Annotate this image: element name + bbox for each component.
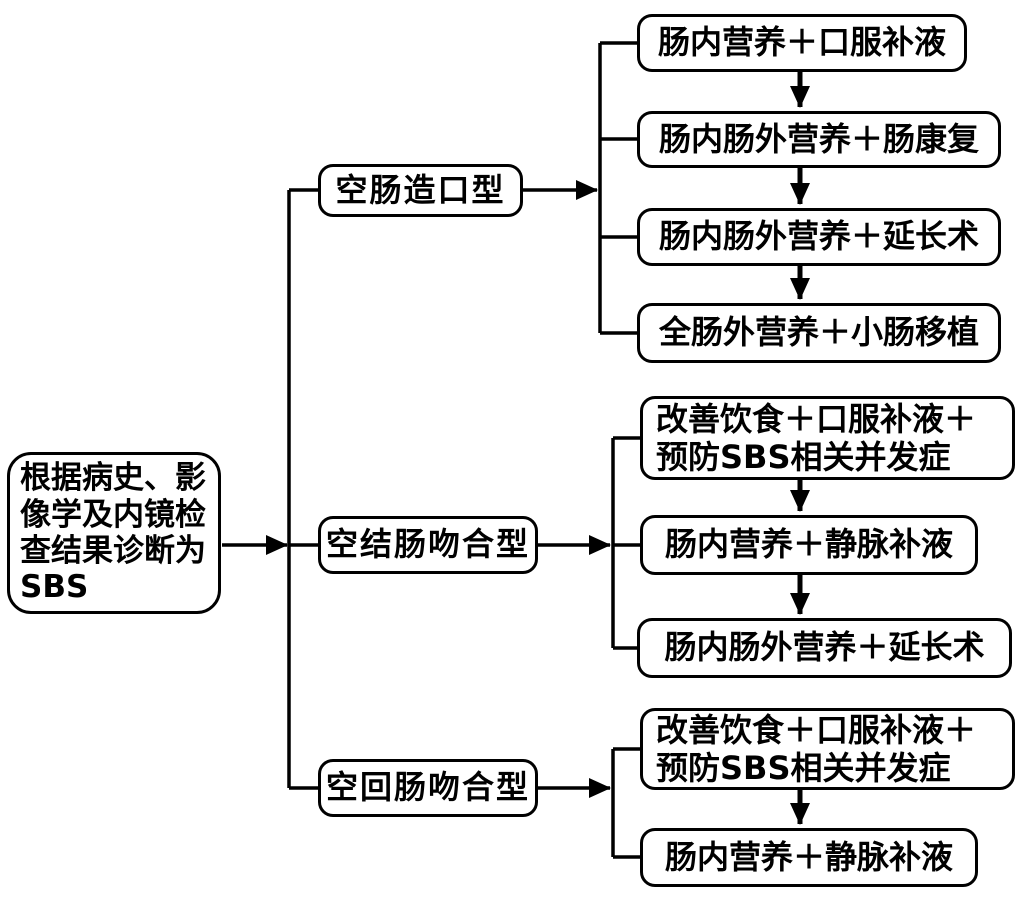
bracket-branch1 (598, 41, 637, 335)
branch-node-jejunoileal: 空回肠吻合型 (318, 759, 538, 817)
step-node-b1-2: 肠内肠外营养＋肠康复 (637, 111, 1001, 168)
bracket-branch2 (611, 436, 640, 650)
bracket-main (287, 188, 318, 790)
step-node-b2-3: 肠内肠外营养＋延长术 (637, 618, 1012, 678)
root-diagnosis-node: 根据病史、影 像学及内镜检 查结果诊断为 SBS (7, 452, 221, 614)
bracket-branch3 (611, 747, 640, 859)
step-node-b2-2: 肠内营养＋静脉补液 (640, 515, 978, 575)
step-node-b3-1: 改善饮食＋口服补液＋ 预防SBS相关并发症 (640, 708, 1015, 790)
step-node-b2-1: 改善饮食＋口服补液＋ 预防SBS相关并发症 (640, 396, 1015, 480)
step-node-b1-3: 肠内肠外营养＋延长术 (637, 208, 1001, 266)
step-node-b1-4: 全肠外营养＋小肠移植 (637, 303, 1001, 363)
step-node-b1-1: 肠内营养＋口服补液 (637, 14, 967, 72)
step-node-b3-2: 肠内营养＋静脉补液 (640, 828, 978, 887)
branch-node-jejunocolic: 空结肠吻合型 (318, 516, 538, 574)
branch-node-jejunostomy: 空肠造口型 (318, 164, 523, 217)
